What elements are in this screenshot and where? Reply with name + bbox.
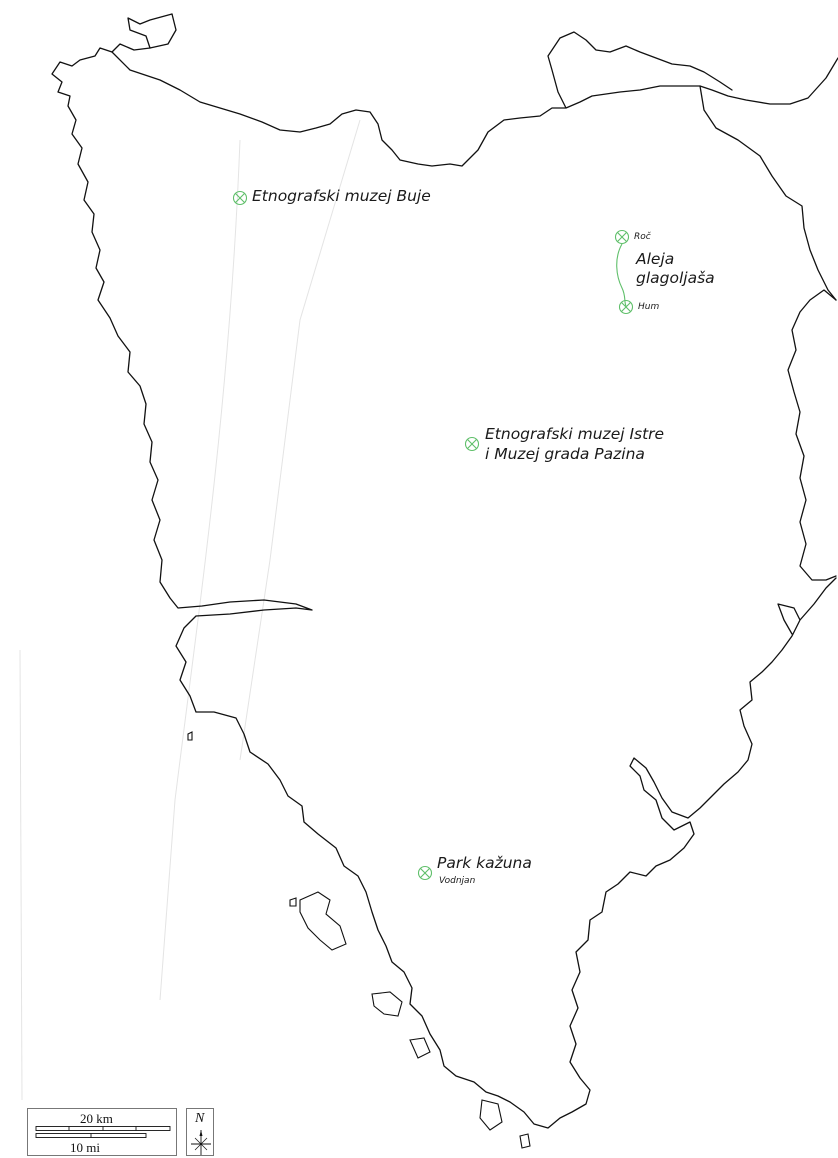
circled-x-icon [464,436,480,452]
scale-mi-label: 10 mi [70,1140,100,1155]
label-hum: Hum [638,302,660,312]
island [299,891,347,951]
label-aleja: Aleja [636,250,675,268]
compass-rose-icon [191,1130,211,1155]
label-roc: Roč [634,232,651,242]
north-label: N [195,1111,205,1126]
island [289,897,297,907]
north-arrow: N [186,1108,214,1156]
faint-road [159,139,241,1001]
circled-x-icon [618,299,634,315]
eastern-border [699,85,837,301]
scale-km-label: 20 km [80,1111,113,1126]
scale-graphic [35,1126,171,1138]
circled-x-icon [614,229,630,245]
label-muzej-grada-pazina: i Muzej grada Pazina [485,445,645,463]
label-vodnjan: Vodnjan [439,876,476,886]
island [371,991,403,1017]
circled-x-icon [232,190,248,206]
island [479,1099,503,1131]
faint-road-2 [239,119,361,761]
island [187,731,193,741]
circled-x-icon [417,865,433,881]
faint-line-3 [19,649,23,1101]
scale-bar: 20 km 10 mi [27,1108,177,1156]
label-etnografski-muzej-buje: Etnografski muzej Buje [252,187,431,205]
coastline [51,13,837,1129]
label-etnografski-muzej-istre: Etnografski muzej Istre [485,425,665,443]
northern-border [111,13,838,167]
label-park-kazuna: Park kažuna [437,854,532,872]
island [519,1133,531,1149]
island [409,1037,431,1059]
label-glagoljasa: glagoljaša [636,269,715,287]
aleja-route [616,243,627,307]
